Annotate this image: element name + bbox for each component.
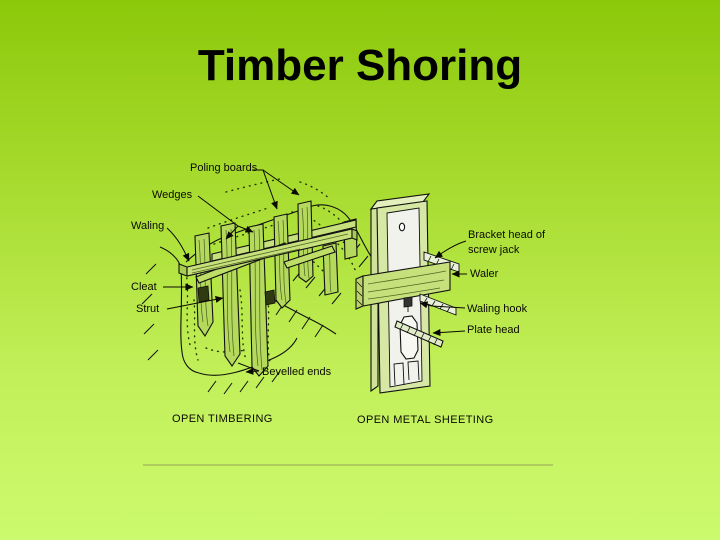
open-timbering-drawing — [141, 169, 373, 395]
label-bevelled-ends: Bevelled ends — [262, 366, 332, 378]
open-metal-sheeting-drawing — [355, 193, 467, 394]
label-bracket-head: Bracket head of screw jack — [468, 229, 546, 256]
label-waling-hook: Waling hook — [467, 303, 528, 315]
label-strut: Strut — [136, 303, 160, 315]
label-cleat: Cleat — [131, 281, 157, 293]
label-waling: Waling — [131, 220, 165, 232]
caption-open-timbering: OPEN TIMBERING — [172, 413, 273, 425]
label-wedges: Wedges — [152, 189, 193, 201]
caption-open-metal-sheeting: OPEN METAL SHEETING — [357, 414, 494, 426]
label-plate-head: Plate head — [467, 324, 520, 336]
label-poling-boards: Poling boards — [190, 162, 258, 174]
label-waler: Waler — [470, 268, 499, 280]
slide-title: Timber Shoring — [197, 41, 523, 90]
